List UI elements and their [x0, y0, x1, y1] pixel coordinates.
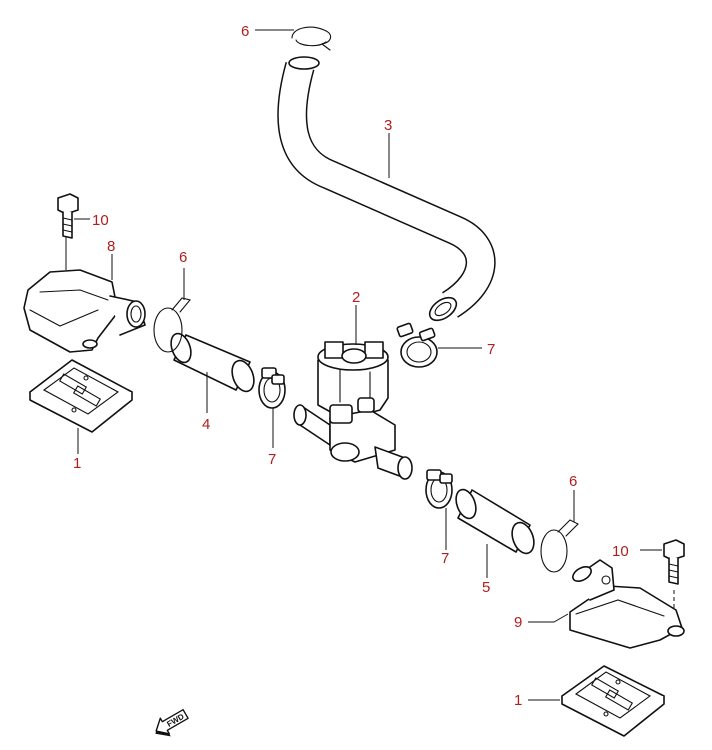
callout-clamp-upper: 7	[487, 341, 495, 358]
callout-hose-left: 4	[202, 416, 210, 433]
reed-valve-left	[29, 359, 133, 433]
hose-left	[170, 332, 255, 393]
air-valve	[293, 341, 413, 480]
callout-air-valve: 2	[352, 289, 360, 306]
clamp-right	[425, 469, 453, 509]
wire-clip-right	[540, 519, 579, 573]
clamp-left	[258, 367, 286, 409]
callout-bolt-right: 10	[612, 543, 629, 560]
callout-clamp-right: 7	[441, 550, 449, 567]
cover-left	[23, 269, 146, 353]
cover-right	[569, 559, 685, 649]
callout-wire-clip-left: 6	[179, 249, 187, 266]
leader-lines	[65, 29, 662, 701]
wire-clip-left	[153, 297, 191, 353]
callout-wire-clip-right: 6	[569, 473, 577, 490]
wire-clip-top	[291, 26, 332, 51]
callout-cover-left: 8	[107, 238, 115, 255]
bolt-left	[57, 193, 79, 239]
callout-wire-clip-top: 6	[241, 23, 249, 40]
callout-clamp-left: 7	[268, 451, 276, 468]
clamp-upper	[396, 322, 438, 368]
hose-main	[277, 56, 496, 322]
reed-valve-right	[561, 665, 665, 737]
callout-bolt-left: 10	[92, 212, 109, 229]
callout-reed-valve-left: 1	[73, 455, 81, 472]
callout-reed-valve-right: 1	[514, 692, 522, 709]
callout-cover-right: 9	[514, 614, 522, 631]
callouts: 6 3 2 7 10 8 6 4 7 1 6 7 5 10 9 1	[73, 23, 629, 709]
bolt-right	[663, 539, 685, 622]
hose-right	[455, 488, 535, 555]
callout-hose-right: 5	[482, 579, 490, 596]
callout-hose-main: 3	[384, 117, 392, 134]
fwd-arrow-icon: FWD	[155, 708, 189, 737]
